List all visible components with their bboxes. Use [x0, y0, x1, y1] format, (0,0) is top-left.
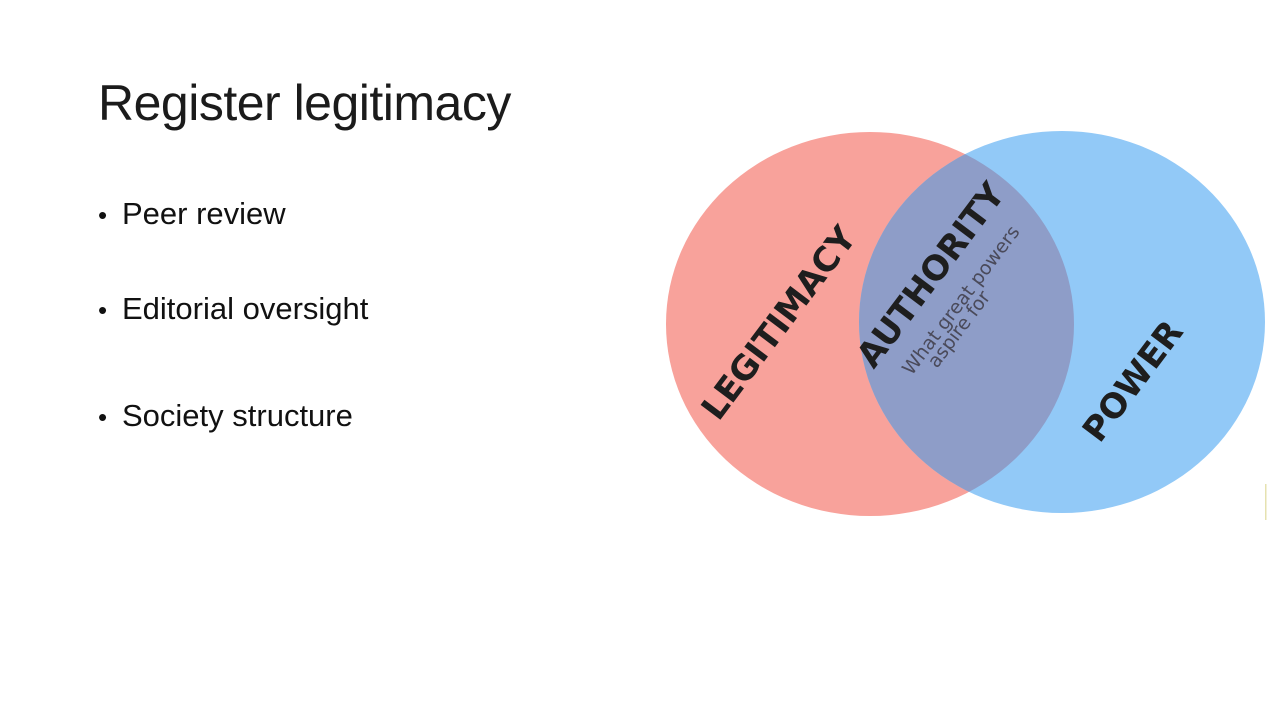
bullet-item: • Editorial oversight: [98, 291, 368, 327]
bullet-item: • Society structure: [98, 398, 353, 434]
bullet-dot-icon: •: [98, 402, 108, 432]
bullet-item: • Peer review: [98, 196, 286, 232]
bullet-text: Society structure: [122, 398, 353, 433]
authority-overlap: [859, 132, 1074, 513]
bullet-dot-icon: •: [98, 295, 108, 325]
edge-mark: [1265, 484, 1267, 520]
bullet-text: Editorial oversight: [122, 291, 369, 326]
bullet-dot-icon: •: [98, 200, 108, 230]
slide-title: Register legitimacy: [98, 75, 511, 131]
bullet-text: Peer review: [122, 196, 286, 231]
